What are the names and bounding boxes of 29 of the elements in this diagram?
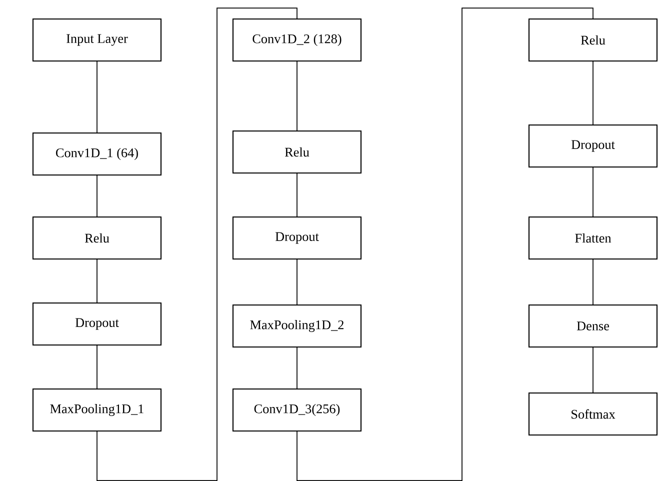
layer-box: Conv1D_1 (64) bbox=[32, 132, 162, 176]
layer-box: Dense bbox=[528, 304, 658, 348]
connector-line bbox=[96, 8, 298, 481]
layer-box: Relu bbox=[32, 216, 162, 260]
connector-line bbox=[296, 259, 298, 305]
layer-box: Dropout bbox=[232, 216, 362, 260]
layer-box: Relu bbox=[528, 18, 658, 62]
layer-box: Conv1D_3(256) bbox=[232, 388, 362, 432]
connector-line bbox=[592, 259, 594, 305]
connector-line bbox=[296, 61, 298, 131]
connector-line bbox=[296, 347, 298, 389]
connector-line bbox=[592, 61, 594, 125]
layer-box: Dropout bbox=[528, 124, 658, 168]
layer-box: MaxPooling1D_2 bbox=[232, 304, 362, 348]
connector-line bbox=[592, 167, 594, 217]
connector-line bbox=[96, 345, 98, 389]
connector-line bbox=[96, 259, 98, 303]
connector-line bbox=[96, 175, 98, 217]
layer-box: Dropout bbox=[32, 302, 162, 346]
layer-box: Flatten bbox=[528, 216, 658, 260]
connector-line bbox=[96, 61, 98, 133]
layer-box: Conv1D_2 (128) bbox=[232, 18, 362, 62]
connector-line bbox=[592, 347, 594, 393]
layer-box: Relu bbox=[232, 130, 362, 174]
layer-box: Softmax bbox=[528, 392, 658, 436]
layer-box: Input Layer bbox=[32, 18, 162, 62]
connector-line bbox=[296, 173, 298, 217]
connector-line bbox=[296, 8, 594, 481]
layer-box: MaxPooling1D_1 bbox=[32, 388, 162, 432]
